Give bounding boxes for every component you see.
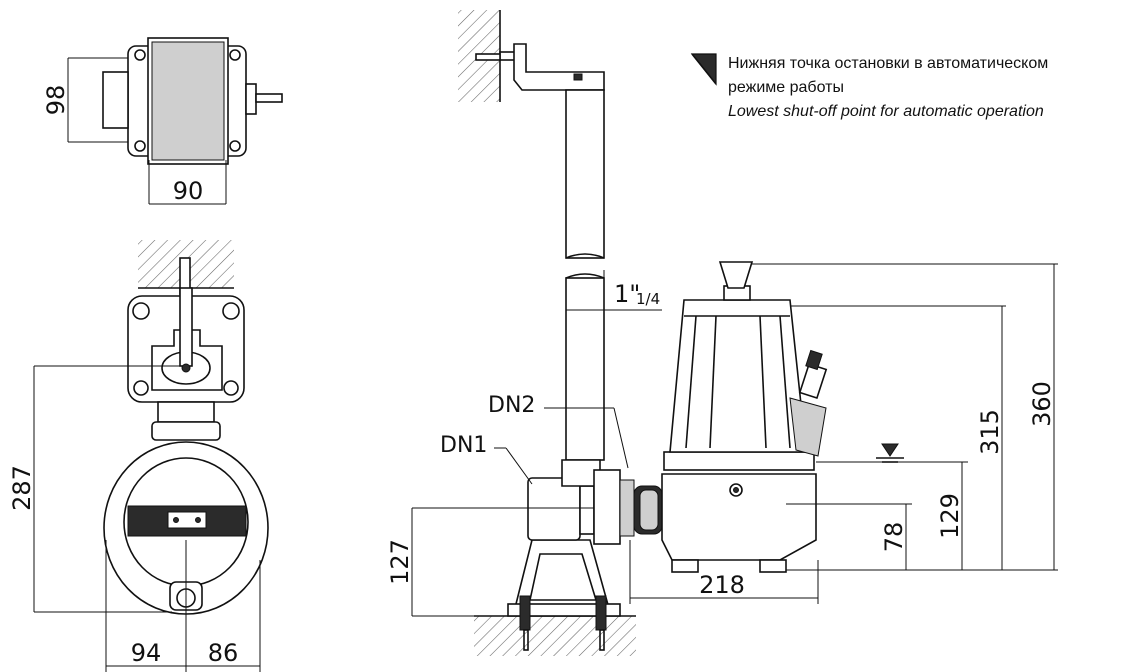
dim-78: 78: [880, 522, 908, 553]
dn1-label: DN1: [440, 433, 487, 458]
dim-86: 86: [208, 639, 239, 667]
dim-315: 315: [976, 409, 1004, 455]
shutoff-level-icon: [881, 443, 899, 457]
dim-287: 287: [8, 465, 36, 511]
dim-94: 94: [131, 639, 162, 667]
dn2-label: DN2: [488, 393, 535, 418]
dim-90: 90: [173, 177, 204, 205]
legend: Нижняя точка остановки в автоматическом …: [690, 53, 1048, 120]
dim-127: 127: [386, 539, 414, 585]
dim-98: 98: [42, 85, 70, 116]
dim-218: 218: [699, 571, 745, 599]
side-view: 1" 1/4: [386, 10, 1058, 656]
dim-129: 129: [936, 493, 964, 539]
dim-pipe-fraction: 1/4: [636, 290, 660, 308]
front-view: 287 94 86: [8, 240, 269, 672]
legend-line-3: Lowest shut-off point for automatic oper…: [728, 103, 1044, 120]
dim-360: 360: [1028, 381, 1056, 427]
legend-line-1: Нижняя точка остановки в автоматическом: [728, 55, 1048, 72]
top-view: 98 90: [42, 37, 283, 205]
dim-pipe: 1": [614, 280, 640, 308]
legend-line-2: режиме работы: [728, 79, 844, 96]
